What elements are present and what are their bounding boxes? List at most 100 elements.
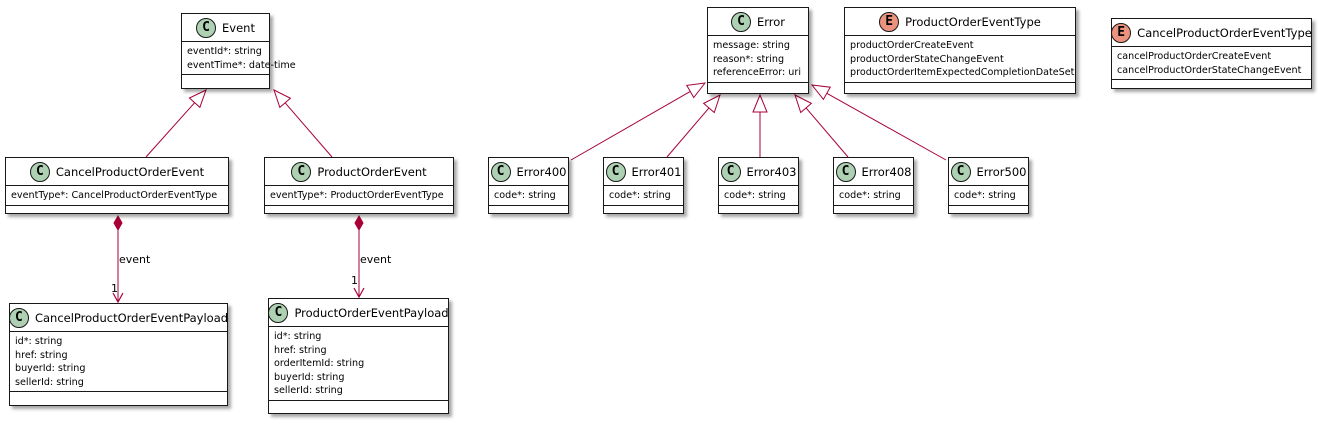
class-name: CancelProductOrderEvent [55, 164, 205, 179]
attribute: eventId*: string [187, 46, 262, 57]
multiplicity-label: 1 [351, 274, 358, 287]
attribute: buyerId: string [15, 363, 86, 375]
class-stereotype-icon: C [835, 161, 856, 182]
class-error401: C Error401 code*: string [603, 157, 684, 214]
attribute: eventType*: ProductOrderEventType [270, 190, 444, 201]
composition-cancel-payload-diamond [113, 214, 123, 232]
class-stereotype-icon: C [720, 161, 741, 182]
inheritance-error401-line [666, 107, 710, 158]
composition-product-payload-diamond [354, 214, 364, 232]
relation-label: event [119, 253, 151, 266]
attribute-list: code*: string [719, 186, 798, 206]
attribute-list: code*: string [604, 186, 683, 206]
attribute-list: code*: string [489, 186, 568, 206]
attribute-list: code*: string [949, 186, 1028, 206]
class-error: C Error message: string reason*: string refe… [707, 7, 809, 94]
class-cancel-product-order-event-payload: C CancelProductOrderEventPayload id*: stri… [8, 303, 229, 406]
inheritance-error403-arrowhead [752, 93, 768, 113]
attribute: id*: string [15, 336, 63, 347]
enum-product-order-event-type: E ProductOrderEventType productOrderCreate… [844, 7, 1076, 94]
enum-stereotype-icon: E [879, 11, 900, 32]
class-header: C Error403 [719, 158, 798, 186]
attribute: productOrderCreateEvent [850, 40, 974, 51]
inheritance-error401-arrowhead [702, 94, 721, 114]
class-name: Error401 [631, 164, 682, 179]
attribute: message: string [713, 40, 790, 51]
attribute: eventType*: CancelProductOrderEventType [11, 190, 218, 201]
attribute: code*: string [839, 190, 901, 201]
class-header: C ProductOrderEvent [265, 158, 453, 186]
class-name: CancelProductOrderEventPayload [34, 310, 229, 325]
class-name: Error403 [746, 164, 797, 179]
inheritance-error400-line [570, 91, 691, 161]
class-name: ProductOrderEventType [905, 14, 1041, 29]
class-cancel-product-order-event: C CancelProductOrderEvent eventType*: Canc… [5, 157, 229, 214]
attribute: referenceError: uri [713, 67, 801, 79]
composition-product-payload-arrowhead [353, 287, 365, 299]
inheritance-error408-line [805, 107, 849, 158]
attribute: code*: string [724, 190, 786, 201]
inheritance-cancel-event-line [145, 102, 196, 158]
relation-label: event [360, 253, 392, 266]
class-name: Error400 [516, 164, 567, 179]
attribute: reason*: string [713, 53, 785, 65]
multiplicity-label: 1 [111, 282, 118, 295]
class-name: Error [756, 14, 786, 29]
attribute-list: eventType*: CancelProductOrderEventType [6, 186, 228, 206]
attribute: productOrderItemExpectedCompletionDateSe… [850, 67, 1075, 79]
class-stereotype-icon: C [196, 17, 217, 38]
attribute-list: code*: string [834, 186, 913, 206]
attribute: href: string [15, 349, 68, 361]
attribute: sellerId: string [274, 385, 343, 397]
attribute-list: message: string reason*: string referenceE… [708, 36, 808, 83]
class-stereotype-icon: C [291, 161, 312, 182]
class-header: C Error400 [489, 158, 568, 186]
inheritance-product-event-arrowhead [273, 89, 292, 109]
class-error408: C Error408 code*: string [833, 157, 914, 214]
class-product-order-event: C ProductOrderEvent eventType*: ProductOrd… [264, 157, 454, 214]
class-name: ProductOrderEventPayload [294, 305, 449, 320]
attribute: code*: string [954, 190, 1016, 201]
class-header: E ProductOrderEventType [845, 8, 1075, 36]
class-header: C CancelProductOrderEventPayload [8, 304, 229, 332]
class-header: C CancelProductOrderEvent [6, 158, 228, 186]
class-header: C Error [708, 8, 808, 36]
inheritance-error408-arrowhead [794, 94, 813, 114]
class-stereotype-icon: C [605, 161, 626, 182]
attribute: orderItemId: string [274, 358, 365, 370]
inheritance-error500-line [826, 92, 947, 161]
class-stereotype-icon: C [730, 11, 751, 32]
inheritance-cancel-event-arrowhead [188, 89, 207, 109]
attribute: id*: string [274, 331, 322, 342]
composition-cancel-payload-arrowhead [112, 292, 124, 304]
class-name: CancelProductOrderEventType [1137, 25, 1312, 40]
attribute: sellerId: string [15, 376, 84, 388]
class-name: ProductOrderEvent [317, 164, 427, 179]
attribute-list: eventType*: ProductOrderEventType [265, 186, 453, 206]
attribute: cancelProductOrderStateChangeEvent [1117, 64, 1302, 76]
attribute: productOrderStateChangeEvent [850, 53, 1004, 65]
class-stereotype-icon: C [490, 161, 511, 182]
class-stereotype-icon: C [8, 307, 29, 328]
class-name: Error408 [861, 164, 912, 179]
attribute: buyerId: string [274, 371, 345, 383]
class-header: C Error401 [604, 158, 683, 186]
inheritance-product-event-line [284, 102, 333, 158]
class-header: C Error408 [834, 158, 913, 186]
class-stereotype-icon: C [29, 161, 50, 182]
class-error400: C Error400 code*: string [488, 157, 569, 214]
inheritance-error400-arrowhead [685, 82, 707, 99]
